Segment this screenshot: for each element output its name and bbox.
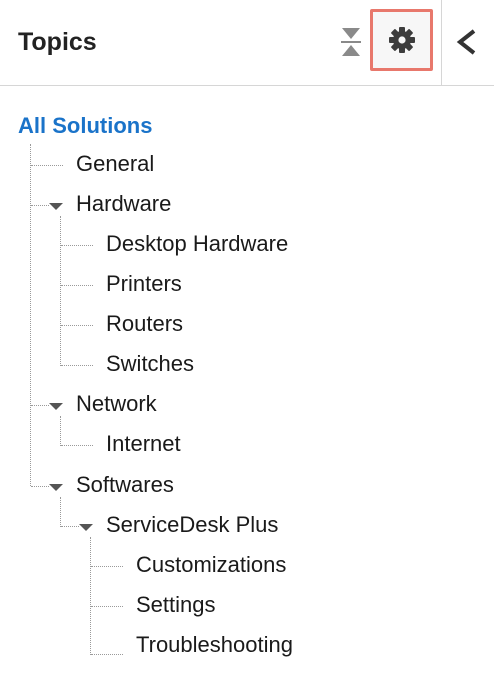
tree-connector xyxy=(61,445,93,446)
tree-connector xyxy=(61,365,93,366)
tree-item-hardware[interactable]: Hardware xyxy=(76,191,172,216)
tree-item-servicedesk-plus[interactable]: ServiceDesk Plus xyxy=(106,512,279,537)
tree-connector xyxy=(60,497,61,527)
settings-gear-button[interactable] xyxy=(370,9,433,71)
tree-item-softwares[interactable]: Softwares xyxy=(76,472,174,497)
tree-connector xyxy=(61,325,93,326)
tree-root-all-solutions[interactable]: All Solutions xyxy=(18,113,153,138)
expand-caret-icon[interactable] xyxy=(79,524,93,531)
tree-connector xyxy=(60,416,61,446)
header-divider xyxy=(441,0,442,86)
tree-connector xyxy=(91,606,123,607)
collapse-panel-button[interactable] xyxy=(452,24,482,60)
tree-item-settings[interactable]: Settings xyxy=(136,592,216,617)
tree-item-routers[interactable]: Routers xyxy=(106,311,184,336)
expand-caret-icon[interactable] xyxy=(49,484,63,491)
tree-connector xyxy=(90,537,91,655)
panel-title: Topics xyxy=(18,28,97,56)
tree-item-printers[interactable]: Printers xyxy=(106,271,182,296)
tree-connector xyxy=(60,216,61,366)
tree-connector xyxy=(31,205,49,206)
tree-connector xyxy=(61,245,93,246)
tree-connector xyxy=(61,285,93,286)
tree-item-desktop-hardware[interactable]: Desktop Hardware xyxy=(106,231,289,256)
panel-header: Topics xyxy=(0,0,494,86)
tree-connector xyxy=(91,654,123,655)
collapse-all-button[interactable] xyxy=(338,24,364,60)
tree-item-internet[interactable]: Internet xyxy=(106,431,181,456)
chevron-left-icon xyxy=(456,29,476,55)
tree-item-network[interactable]: Network xyxy=(76,391,157,416)
tree-connector xyxy=(31,165,63,166)
tree-item-general[interactable]: General xyxy=(76,151,155,176)
gear-icon xyxy=(389,27,415,53)
tree-connector xyxy=(61,526,79,527)
expand-caret-icon[interactable] xyxy=(49,403,63,410)
tree-connector xyxy=(31,486,49,487)
collapse-all-icon xyxy=(341,28,361,56)
expand-caret-icon[interactable] xyxy=(49,203,63,210)
tree-connector xyxy=(30,144,31,486)
tree-item-customizations[interactable]: Customizations xyxy=(136,552,287,577)
tree-connector xyxy=(31,405,49,406)
tree-connector xyxy=(91,566,123,567)
tree-item-troubleshooting[interactable]: Troubleshooting xyxy=(136,632,293,657)
tree-item-switches[interactable]: Switches xyxy=(106,351,195,376)
